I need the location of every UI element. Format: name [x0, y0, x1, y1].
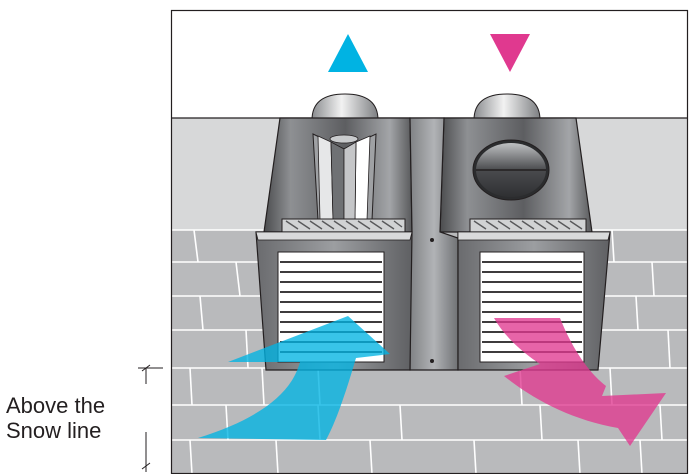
left-pipe-dome: [312, 94, 378, 120]
left-grate: [282, 219, 405, 232]
screw: [430, 238, 434, 242]
screw: [430, 359, 434, 363]
right-grate: [470, 219, 586, 232]
exhaust-damper: [473, 140, 549, 200]
snow-line-label: Snow line: [6, 418, 134, 443]
snow-line-label: Above the: [6, 393, 134, 418]
intake-up-triangle-icon: [328, 34, 368, 72]
snow-line-dimension: [138, 365, 163, 472]
exhaust-down-triangle-icon: [490, 34, 530, 72]
right-pipe-dome: [474, 94, 540, 120]
